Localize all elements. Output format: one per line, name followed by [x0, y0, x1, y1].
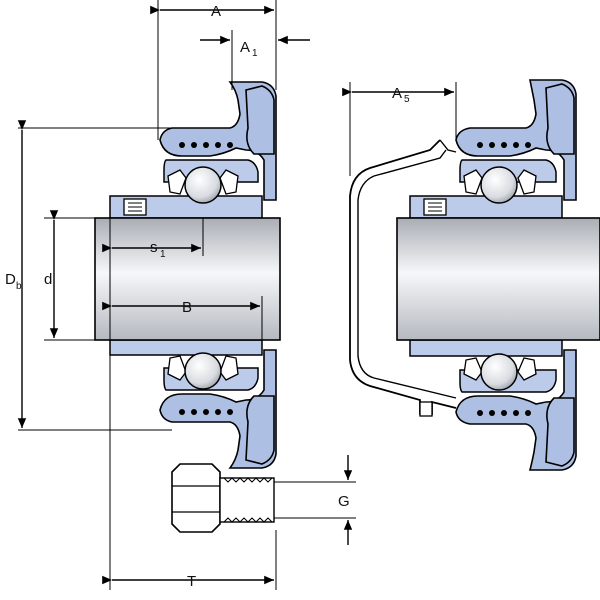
shaft-right — [396, 217, 600, 341]
label-a1-sub: 1 — [252, 48, 258, 59]
lower-seal-left-a — [167, 355, 187, 381]
lubrication-dots-left — [179, 142, 233, 415]
label-d: d — [44, 271, 52, 288]
label-a1: A — [240, 39, 250, 56]
upper-seal-left-a — [167, 169, 187, 195]
label-a5-sub: 5 — [404, 94, 410, 105]
lower-seal-right-b — [517, 357, 537, 381]
lower-flange-left — [245, 395, 275, 465]
set-screw-right — [423, 198, 447, 216]
lower-seal-right-a — [463, 357, 483, 381]
shaft-left — [94, 217, 281, 341]
mounting-bolt — [171, 463, 310, 533]
lower-flange-right — [545, 397, 575, 467]
label-s1-sub: 1 — [160, 249, 166, 260]
upper-ball-right — [480, 166, 518, 204]
right-view: A 5 — [342, 79, 600, 471]
label-t: T — [187, 573, 196, 590]
end-cover-inner — [357, 149, 457, 399]
lower-seal-left-b — [219, 355, 239, 381]
end-cover — [349, 139, 457, 415]
left-view: A A 1 D b d s 1 B T G — [5, 0, 356, 590]
lower-inner-ring-left — [109, 339, 263, 356]
lower-ball-left — [184, 352, 222, 390]
label-s1: s — [150, 239, 158, 256]
upper-housing-right — [455, 79, 577, 201]
grease-nipple — [419, 401, 433, 417]
upper-flange-left — [245, 85, 275, 155]
label-g: G — [338, 493, 350, 510]
label-db: D — [5, 271, 16, 288]
upper-seal-right-a — [463, 169, 483, 195]
upper-ball-left — [184, 166, 222, 204]
upper-seal-left-b — [219, 169, 239, 195]
lubrication-dots-right — [477, 142, 531, 416]
label-a5: A — [392, 85, 402, 102]
upper-seal-right-b — [517, 169, 537, 195]
upper-flange-right — [545, 83, 575, 155]
label-a: A — [211, 3, 221, 20]
lower-inner-ring-right — [409, 339, 563, 357]
label-db-sub: b — [16, 281, 22, 292]
lower-ball-right — [480, 353, 518, 391]
set-screw-left — [123, 198, 147, 216]
label-b: B — [182, 299, 192, 316]
